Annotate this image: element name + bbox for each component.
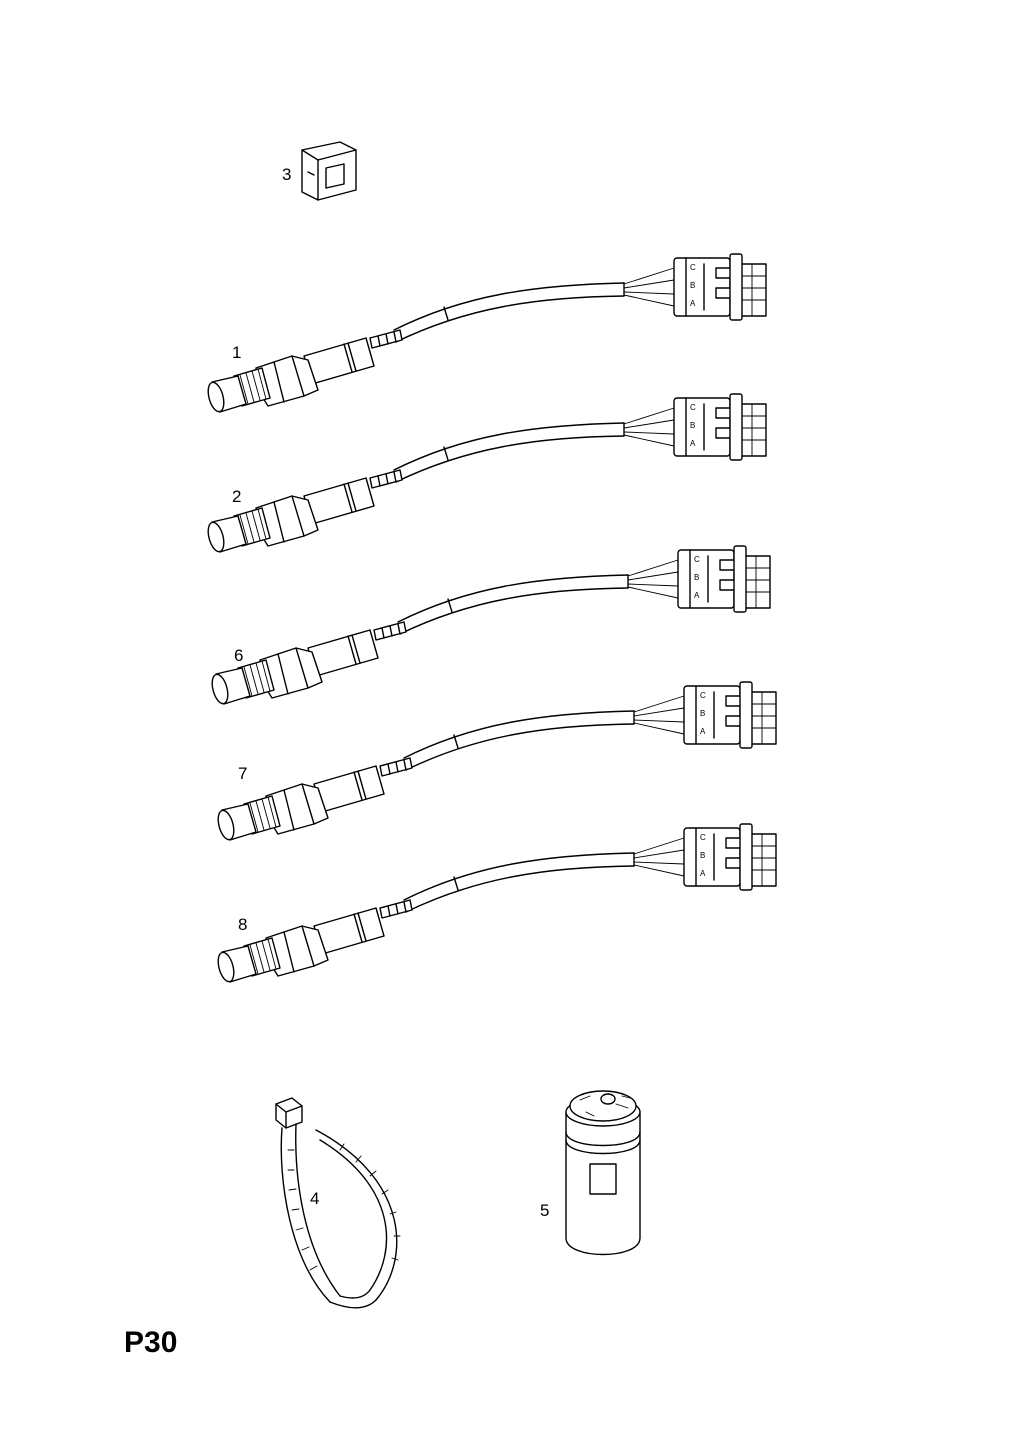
sensor-7-pin-a: A (700, 727, 706, 736)
sensor-1: 1 C B A (204, 253, 767, 415)
sensor-8: 8 C B A (214, 823, 777, 985)
sensor-8-pin-c: C (700, 833, 706, 842)
sensor-8-pin-a: A (700, 869, 706, 878)
sensor-1-pin-a: A (690, 299, 696, 308)
sensor-7-pin-b: B (700, 709, 705, 718)
sensor-1-pin-c: C (690, 263, 696, 272)
sensor-2-pin-a: A (690, 439, 696, 448)
sensor-2-callout: 2 (232, 487, 241, 506)
sensor-6-pin-c: C (694, 555, 700, 564)
sensor-6-pin-b: B (694, 573, 699, 582)
callout-3: 3 (282, 165, 291, 184)
compound-tube-illustration (565, 1090, 641, 1256)
sensor-6-pin-a: A (694, 591, 700, 600)
sensor-6: 6 C B A (208, 545, 771, 707)
retaining-clip-illustration (301, 141, 357, 201)
sensor-7-pin-c: C (700, 691, 706, 700)
sensor-8-callout: 8 (238, 915, 247, 934)
sensor-2-pin-c: C (690, 403, 696, 412)
sensor-7-callout: 7 (238, 764, 247, 783)
page-code: P30 (124, 1326, 177, 1359)
sensor-6-callout: 6 (234, 646, 243, 665)
callout-5: 5 (540, 1201, 549, 1220)
sensor-2: 2 C B A (204, 393, 767, 555)
callout-4: 4 (310, 1189, 319, 1208)
cable-tie-illustration (275, 1097, 401, 1309)
sensor-1-callout: 1 (232, 343, 241, 362)
sensor-8-pin-b: B (700, 851, 705, 860)
sensor-2-pin-b: B (690, 421, 695, 430)
sensor-1-pin-b: B (690, 281, 695, 290)
sensor-7: 7 C B A (214, 681, 777, 843)
